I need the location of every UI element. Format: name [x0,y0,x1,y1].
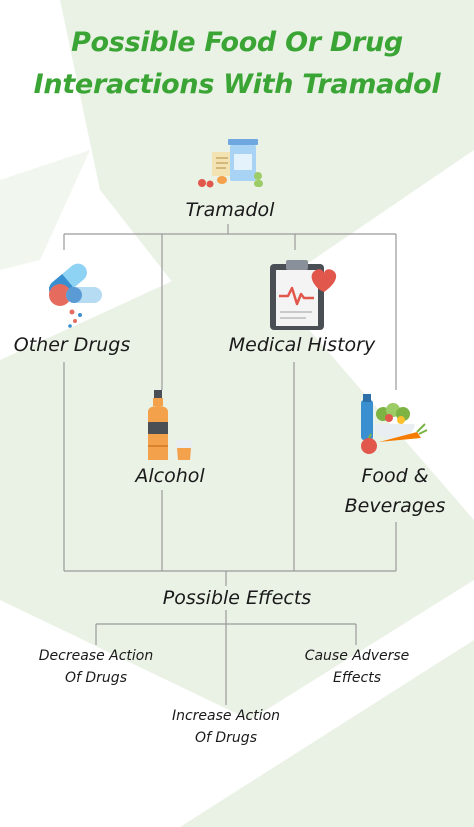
title-line-2: Interactions With Tramadol [33,69,441,100]
effect-decrease-line1: Decrease Action [38,648,154,664]
effect-decrease-line2: Of Drugs [65,670,127,686]
factor-label-food-beverages: Food & Beverages [320,461,470,521]
effect-adverse: Cause Adverse Effects [286,645,428,689]
root-label-tramadol: Tramadol [185,199,275,221]
food-basket-icon [361,394,428,454]
factor-label-alcohol: Alcohol [135,465,205,487]
effect-adverse-line2: Effects [332,670,382,686]
effect-increase-action: Increase Action Of Drugs [152,705,300,749]
factor-label-medical-history: Medical History [228,334,376,356]
factor-label-other-drugs: Other Drugs [13,334,131,356]
title-line-1: Possible Food Or Drug [71,27,403,58]
pill-bottle-icon [198,139,263,188]
page-title: Possible Food Or Drug Interactions With … [0,22,474,106]
liquor-bottle-icon [148,390,192,460]
effect-increase-line2: Of Drugs [195,730,257,746]
factor-label-food-line1: Food & [361,465,429,487]
factor-label-food-line2: Beverages [344,495,446,517]
capsules-icon [49,263,102,328]
effect-increase-line1: Increase Action [171,708,281,724]
clipboard-heart-icon [270,260,337,330]
effects-heading: Possible Effects [162,587,312,609]
effect-adverse-line1: Cause Adverse [304,648,410,664]
effect-decrease-action: Decrease Action Of Drugs [20,645,172,689]
